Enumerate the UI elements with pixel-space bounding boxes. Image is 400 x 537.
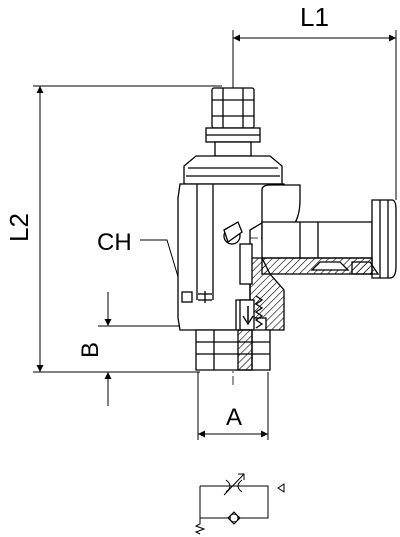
flow-control-valve-symbol (194, 473, 285, 535)
dimension-a (197, 372, 269, 440)
dimension-l2 (33, 85, 222, 373)
ch-label: CH (97, 229, 132, 256)
dimension-l2-label: L2 (4, 213, 34, 242)
dimension-l1-label: L1 (300, 2, 329, 32)
ch-leader-line (140, 239, 183, 291)
dimension-b-label: B (77, 342, 104, 358)
dimension-b (98, 292, 190, 406)
fitting-body (177, 87, 397, 371)
dimension-a-label: A (226, 404, 242, 431)
